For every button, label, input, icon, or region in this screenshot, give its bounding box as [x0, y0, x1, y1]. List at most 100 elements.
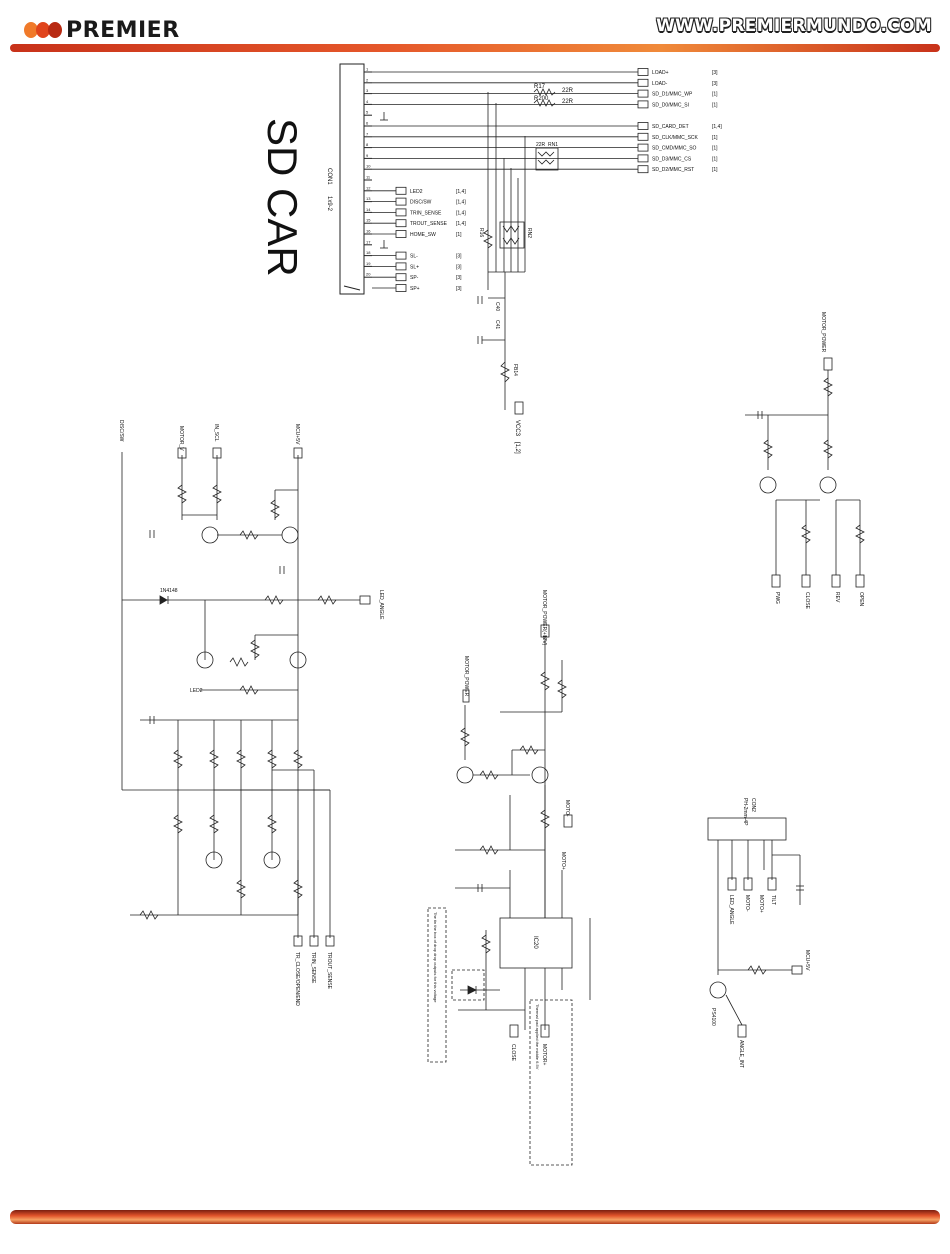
- r17-label: R17: [534, 84, 546, 90]
- net-led-angle-right: LED_ANGLE: [728, 895, 734, 925]
- left-net-ref: [1,4]: [456, 200, 466, 206]
- right-net-ref: [3]: [712, 81, 718, 87]
- net-motor-power: MOTOR_POWER: [463, 656, 469, 697]
- right-net-label: SD_D2/MMC_RST: [652, 167, 694, 173]
- r200-label: R200: [534, 96, 549, 102]
- left-net-label: LED2: [410, 189, 423, 195]
- schematic-title: SD CAR: [259, 118, 306, 277]
- right-net-label: SD_D3/MMC_CS: [652, 156, 692, 162]
- left-net-label: SL-: [410, 254, 418, 260]
- fb14-label: FB14: [512, 364, 518, 376]
- con2-label: CON2: [750, 798, 756, 812]
- net-connector: [637, 132, 649, 141]
- right-net-ref: [1,4]: [712, 124, 722, 130]
- left-net-ref: [3]: [456, 264, 462, 270]
- page-header: PREMIER WWW.PREMIERMUNDO.COM: [0, 0, 950, 56]
- right-top-circuit-block: [745, 357, 865, 588]
- con1-pin-number: 14: [366, 207, 371, 212]
- left-net-ref: [1]: [456, 232, 462, 238]
- right-net-ref: [1]: [712, 167, 718, 173]
- con1-pin-number: 10: [366, 164, 371, 169]
- net-moto-plus: MOTO+: [560, 852, 566, 870]
- net-mcu5v-right: MCU+5V: [804, 950, 810, 971]
- r200-value: 22R: [562, 99, 574, 105]
- header-bar: [10, 44, 940, 52]
- con1-pin-number: 15: [366, 218, 371, 223]
- rn1-label: RN1: [548, 142, 558, 148]
- net-connector: [395, 273, 407, 282]
- right-net-label: LOAD-: [652, 81, 668, 87]
- net-tilt: TILT: [770, 895, 776, 905]
- net-connector: [395, 197, 407, 206]
- net-connector: [395, 262, 407, 271]
- net-connector: [395, 208, 407, 217]
- net-connector: [395, 251, 407, 260]
- right-net-label: SD_CMD/MMC_SO: [652, 146, 697, 152]
- net-disc-sw: DISC/SW: [118, 420, 124, 442]
- net-moto-minus: MOTO-: [564, 800, 570, 817]
- net-motor-v: MOTOR_V: [178, 426, 184, 451]
- left-net-ref: [1,4]: [456, 189, 466, 195]
- con1-pin-number: 20: [366, 272, 371, 277]
- con1-pin-number: 2: [366, 77, 369, 82]
- rn1-value: 22R: [536, 142, 546, 148]
- left-net-label: SL+: [410, 264, 419, 270]
- left-net-label: TROUT_SENSE: [410, 221, 448, 227]
- mid-note-right: Thermal pad applied the middle 6.5V: [535, 1004, 540, 1070]
- ps4100-label: PS4100: [710, 1008, 716, 1026]
- net-angle-int: ANGLE_INT: [738, 1040, 744, 1068]
- con1-pin-number: 3: [366, 88, 369, 93]
- diode-d7-label: 1N4148: [160, 588, 178, 594]
- brand-name: PREMIER: [66, 17, 180, 43]
- net-connector: [637, 89, 649, 98]
- right-net-ref: [1]: [712, 146, 718, 152]
- left-net-ref: [3]: [456, 286, 462, 292]
- con1-pin-number: 1: [366, 67, 369, 72]
- con1-pin-number: 7: [366, 131, 369, 136]
- con1-body: [339, 63, 365, 295]
- r16-label: R16: [478, 228, 484, 237]
- left-net-label: SP+: [410, 286, 420, 292]
- net-close: CLOSE: [510, 1044, 516, 1062]
- net-connector: [637, 165, 649, 174]
- net-led2: LED2: [190, 688, 203, 694]
- net-motor-plus: MOTOR+: [541, 1044, 547, 1066]
- net-connector: [637, 154, 649, 163]
- right-net-label: SD_CARD_DET: [652, 124, 689, 130]
- net-connector: [637, 122, 649, 130]
- left-net-ref: [3]: [456, 275, 462, 281]
- net-rev: REV: [834, 592, 840, 603]
- right-net-ref: [1]: [712, 156, 718, 162]
- right-net-ref: [1]: [712, 135, 718, 141]
- right-net-label: SD_D1/MMC_WP: [652, 92, 693, 98]
- right-net-label: SD_D0/MMC_SI: [652, 102, 689, 108]
- net-moto-plus-right: MOTO+: [758, 895, 764, 913]
- net-led-angle: LED_ANGLE: [378, 590, 384, 620]
- logo-dots-icon: [24, 22, 62, 38]
- con1-name: CON1: [326, 168, 332, 185]
- ic20-label: IC20: [532, 936, 538, 949]
- con1-pin-number: 16: [366, 229, 371, 234]
- r17-value: 22R: [562, 88, 574, 94]
- left-net-label: TRIN_SENSE: [410, 210, 442, 216]
- con1-pin-number: 5: [366, 110, 369, 115]
- left-net-label: HOME_SW: [410, 232, 436, 238]
- net-motor-power-12v: MOTOR_POWER(+12V): [541, 590, 547, 646]
- schematic-diagram: SD CAR CON1 1x9-2 1234567891011121314151…: [118, 63, 865, 1166]
- net-connector: [637, 68, 649, 76]
- right-net-ref: [1]: [712, 102, 718, 108]
- site-url: WWW.PREMIERMUNDO.COM: [656, 16, 932, 36]
- net-connector: [637, 100, 649, 109]
- net-connector: [637, 78, 649, 87]
- net-moto-minus-right: MOTO-: [744, 895, 750, 912]
- c40-label: C41: [494, 320, 500, 329]
- right-net-ref: [3]: [712, 70, 718, 76]
- net-connector: [395, 230, 407, 238]
- net-in-scl: IN_SCL: [213, 424, 219, 442]
- left-net-label: SP-: [410, 275, 419, 281]
- net-connector: [395, 219, 407, 228]
- con1-pin-number: 11: [366, 175, 371, 180]
- con1-pin-number: 4: [366, 99, 369, 104]
- left-net-ref: [3]: [456, 254, 462, 260]
- left-net-ref: [1,4]: [456, 210, 466, 216]
